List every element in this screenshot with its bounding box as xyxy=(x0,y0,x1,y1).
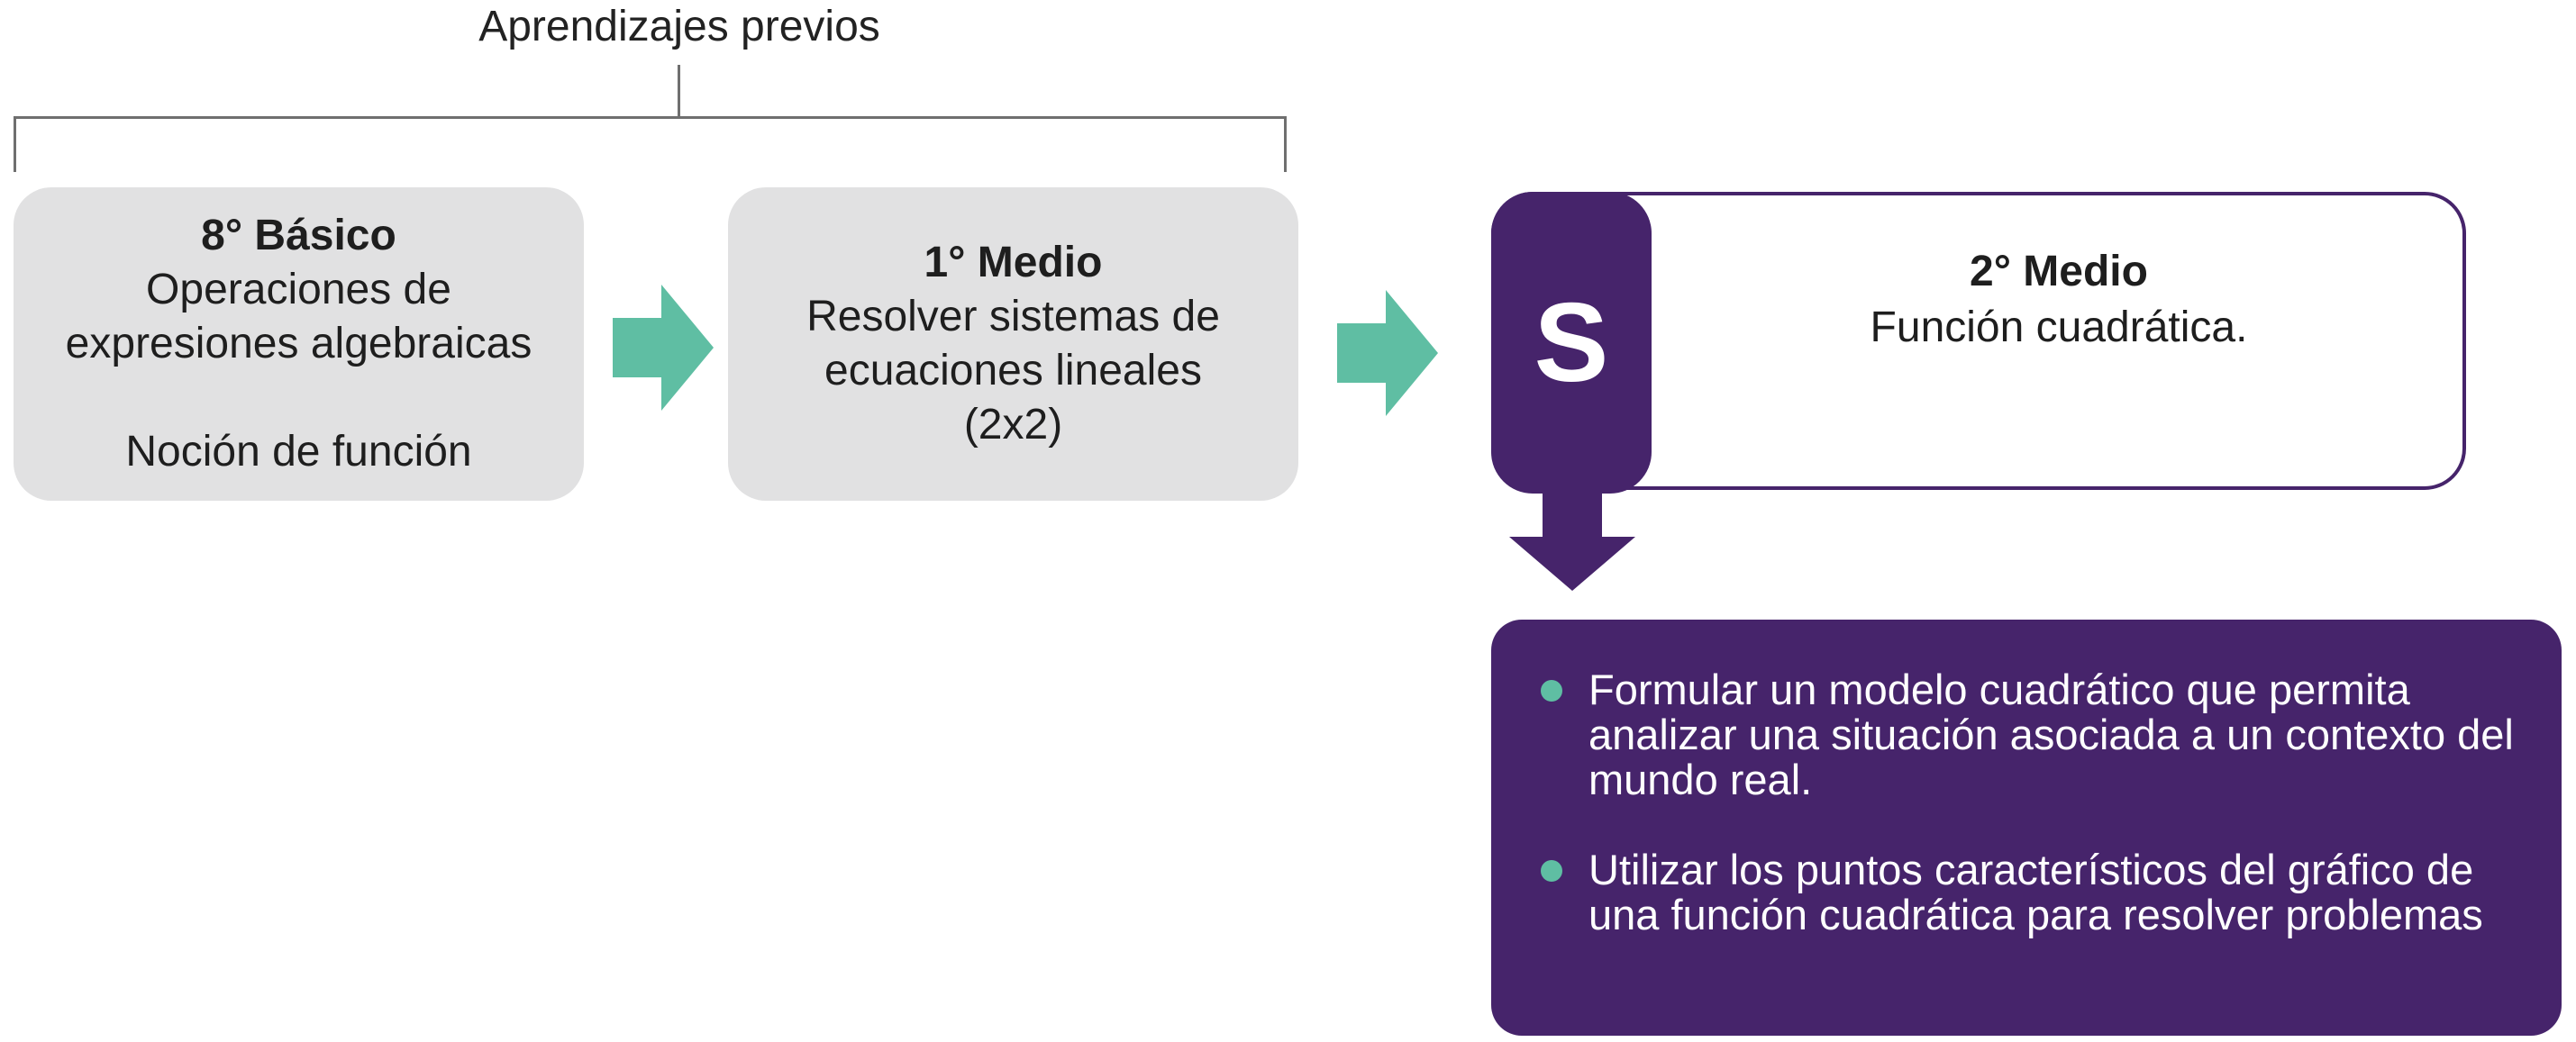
target-title: 2° Medio xyxy=(1970,248,2148,295)
bracket-left-leg xyxy=(14,116,16,172)
step-line: Resolver sistemas de xyxy=(806,293,1220,340)
step-title: 1° Medio xyxy=(924,239,1103,286)
step-line: ecuaciones lineales xyxy=(824,347,1202,394)
step-box-8-basico: 8° Básico Operaciones de expresiones alg… xyxy=(14,187,584,501)
down-arrow-icon xyxy=(1509,492,1635,591)
objective-item: Utilizar los puntos característicos del … xyxy=(1541,847,2526,938)
target-subtitle: Función cuadrática. xyxy=(1870,304,2248,351)
objective-item: Formular un modelo cuadrático que permit… xyxy=(1541,667,2526,802)
bracket-stem xyxy=(678,65,680,117)
target-box-2-medio xyxy=(1491,192,2466,490)
step-line-extra: Noción de función xyxy=(125,428,472,476)
right-arrow-icon xyxy=(1337,290,1438,416)
step-line: (2x2) xyxy=(963,401,1063,449)
s-badge: S xyxy=(1491,192,1652,494)
step-box-1-medio: 1° Medio Resolver sistemas de ecuaciones… xyxy=(728,187,1298,501)
step-line: Operaciones de xyxy=(146,266,451,313)
bullet-dot-icon xyxy=(1541,680,1562,702)
step-title: 8° Básico xyxy=(201,212,396,259)
objectives-box: Formular un modelo cuadrático que permit… xyxy=(1491,620,2562,1036)
target-text: 2° Medio Función cuadrática. xyxy=(1652,192,2466,372)
bracket-bar xyxy=(14,116,1287,119)
header-title: Aprendizajes previos xyxy=(478,3,880,50)
step-line: expresiones algebraicas xyxy=(65,320,532,367)
objective-text: Formular un modelo cuadrático que permit… xyxy=(1588,666,2514,803)
bullet-dot-icon xyxy=(1541,860,1562,882)
objective-text: Utilizar los puntos característicos del … xyxy=(1588,846,2483,938)
right-arrow-icon xyxy=(613,285,714,411)
bracket-right-leg xyxy=(1284,116,1287,172)
